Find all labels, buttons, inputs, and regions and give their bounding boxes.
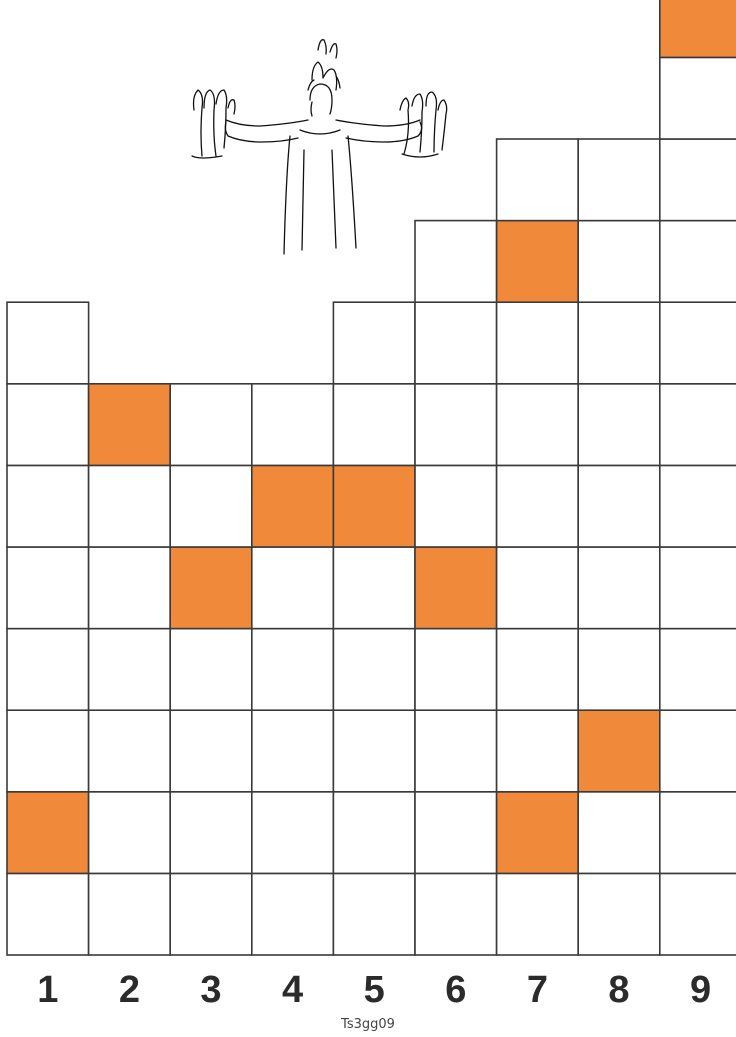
grid-cell [660, 139, 736, 221]
grid-cell [170, 384, 252, 466]
grid-cell [660, 465, 736, 547]
grid-cell [170, 465, 252, 547]
puzzle-code-caption: Ts3gg09 [0, 1017, 736, 1032]
column-number-5: 5 [334, 968, 414, 1012]
column-number-1: 1 [8, 968, 88, 1012]
grid-cell [578, 302, 660, 384]
grid-cell [415, 792, 497, 874]
grid-cell-filled [415, 547, 497, 629]
grid-cell [252, 873, 334, 955]
grid-cell [252, 547, 334, 629]
grid-cell [415, 710, 497, 792]
grid-cell [578, 547, 660, 629]
grid-cell-filled [578, 710, 660, 792]
grid-cell [333, 547, 415, 629]
grid-cell [7, 384, 89, 466]
column-number-6: 6 [416, 968, 496, 1012]
grid-cell [7, 873, 89, 955]
grid-cell [89, 465, 171, 547]
grid-cell [415, 384, 497, 466]
grid-cell [578, 873, 660, 955]
grid-cell-filled [660, 0, 736, 57]
figure-with-outstretched-arms-illustration [180, 30, 460, 260]
grid-cell [333, 302, 415, 384]
grid-cell [497, 465, 579, 547]
grid-cell [660, 302, 736, 384]
grid-cell [497, 302, 579, 384]
grid-cell [252, 710, 334, 792]
grid-cell [660, 221, 736, 303]
grid-cell [660, 57, 736, 139]
grid-cell [252, 792, 334, 874]
grid-cell [497, 384, 579, 466]
grid-cell [89, 710, 171, 792]
grid-cell [333, 792, 415, 874]
grid-cell [7, 465, 89, 547]
column-number-3: 3 [171, 968, 251, 1012]
grid-cell [333, 873, 415, 955]
grid-cell-filled [333, 465, 415, 547]
grid-cell [497, 710, 579, 792]
grid-cell [333, 629, 415, 711]
grid-cell [578, 139, 660, 221]
grid-cell-filled [89, 384, 171, 466]
grid-cell [660, 792, 736, 874]
grid-cell [89, 792, 171, 874]
grid-cell [89, 547, 171, 629]
grid-cell-filled [7, 792, 89, 874]
grid-cell [578, 384, 660, 466]
column-number-8: 8 [579, 968, 659, 1012]
grid-cell [170, 629, 252, 711]
grid-cell [170, 710, 252, 792]
grid-cell [170, 873, 252, 955]
grid-cell-filled [497, 221, 579, 303]
column-number-4: 4 [253, 968, 333, 1012]
column-number-9: 9 [661, 968, 736, 1012]
grid-cell [170, 792, 252, 874]
grid-cell [89, 629, 171, 711]
grid-cell [578, 465, 660, 547]
grid-cell [497, 873, 579, 955]
grid-cell-filled [170, 547, 252, 629]
grid-cell [415, 873, 497, 955]
grid-cell [497, 139, 579, 221]
grid-cell [660, 873, 736, 955]
grid-cell [578, 792, 660, 874]
grid-cell [578, 629, 660, 711]
grid-cell [415, 629, 497, 711]
grid-cell [415, 302, 497, 384]
grid-cell [7, 302, 89, 384]
grid-cell [252, 384, 334, 466]
column-number-2: 2 [89, 968, 169, 1012]
grid-cell [415, 465, 497, 547]
grid-cell [660, 710, 736, 792]
grid-cell [89, 873, 171, 955]
grid-cell [497, 547, 579, 629]
grid-cell [660, 547, 736, 629]
grid-cell-filled [252, 465, 334, 547]
grid-cell [660, 384, 736, 466]
grid-cell [333, 710, 415, 792]
grid-cell [252, 629, 334, 711]
grid-cell [660, 629, 736, 711]
grid-cell [7, 547, 89, 629]
grid-cell [578, 221, 660, 303]
grid-cell [333, 384, 415, 466]
grid-cell [7, 629, 89, 711]
grid-cell-filled [497, 792, 579, 874]
column-number-7: 7 [497, 968, 577, 1012]
grid-cell [7, 710, 89, 792]
grid-cell [497, 629, 579, 711]
